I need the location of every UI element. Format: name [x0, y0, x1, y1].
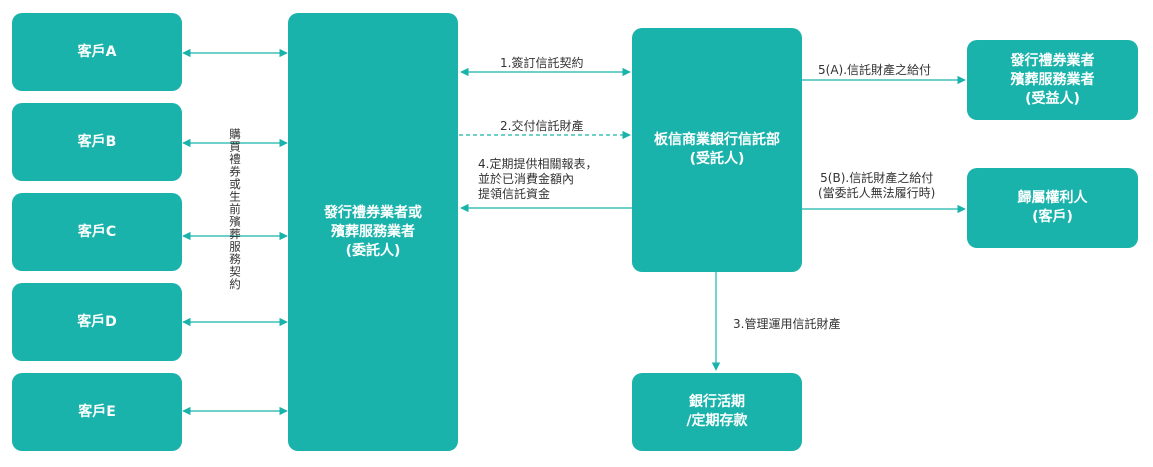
trustee-label: 板信商業銀行信託部 (受託人) — [654, 132, 780, 167]
customer-b-box: 客戶B — [12, 103, 182, 181]
holder-label: 歸屬權利人 (客戶) — [1017, 190, 1088, 225]
customer-b-label: 客戶B — [77, 133, 117, 150]
flow-5b-label: 5(B).信託財產之給付 (當委託人無法履行時) — [818, 171, 936, 200]
flow-5a-label: 5(A).信託財產之給付 — [818, 63, 932, 77]
customer-e-box: 客戶E — [12, 373, 182, 451]
deposit-label: 銀行活期 /定期存款 — [686, 394, 748, 429]
customer-e-label: 客戶E — [78, 403, 116, 420]
flow-2-label: 2.交付信託財產 — [500, 119, 584, 133]
deposit-box: 銀行活期 /定期存款 — [632, 373, 802, 451]
trustee-box: 板信商業銀行信託部 (受託人) — [632, 28, 802, 272]
flow-3-label: 3.管理運用信託財產 — [733, 317, 841, 331]
customer-d-box: 客戶D — [12, 283, 182, 361]
purchase-label: 購買禮券或生前殯葬服務契約 — [228, 128, 242, 291]
settlor-box: 發行禮券業者或 殯葬服務業者 (委託人) — [288, 13, 458, 451]
beneficiary-label: 發行禮券業者 殯葬服務業者 (受益人) — [1010, 52, 1095, 107]
holder-box: 歸屬權利人 (客戶) — [967, 168, 1138, 248]
customer-a-box: 客戶A — [12, 13, 182, 91]
flow-1-label: 1.簽訂信託契約 — [500, 56, 584, 70]
customer-d-label: 客戶D — [77, 313, 117, 330]
settlor-label: 發行禮券業者或 殯葬服務業者 (委託人) — [324, 204, 422, 259]
customer-c-label: 客戶C — [77, 223, 117, 240]
customer-a-label: 客戶A — [77, 43, 117, 60]
flow-4-label: 4.定期提供相關報表， 並於已消費金額內 提領信託資金 — [478, 157, 598, 201]
beneficiary-box: 發行禮券業者 殯葬服務業者 (受益人) — [967, 40, 1138, 120]
customer-c-box: 客戶C — [12, 193, 182, 271]
